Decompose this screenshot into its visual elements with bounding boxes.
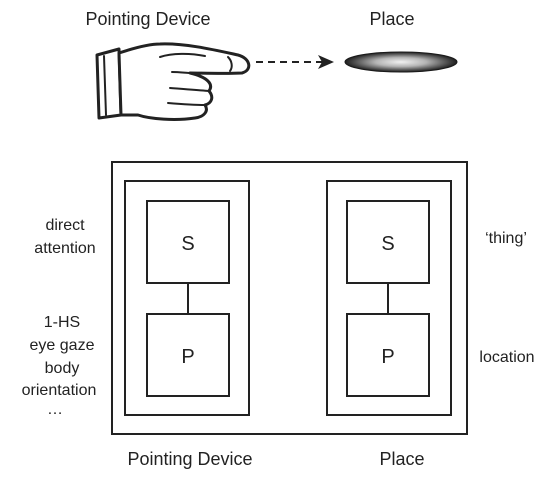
pointing-device-frame (124, 180, 250, 416)
label-thing: ‘thing’ (485, 230, 527, 247)
right-p-label: P (381, 346, 394, 368)
outer-frame (111, 161, 468, 435)
pointing-hand-icon (95, 42, 251, 121)
label-body: body (45, 360, 80, 377)
label-1hs: 1-HS (44, 314, 80, 331)
left-p-label: P (181, 346, 194, 368)
dashed-arrow-icon (256, 55, 334, 69)
bottom-place-label: Place (379, 449, 424, 469)
label-eye-gaze: eye gaze (30, 337, 95, 354)
label-ellipsis: … (47, 401, 63, 418)
top-place-label: Place (369, 9, 414, 29)
left-s-label: S (181, 233, 194, 255)
place-frame (326, 180, 452, 416)
label-direct: direct (45, 217, 85, 234)
place-disc-icon (344, 51, 458, 73)
right-s-label: S (381, 233, 394, 255)
label-location: location (479, 349, 534, 366)
label-orientation: orientation (22, 382, 97, 399)
label-attention: attention (34, 240, 95, 257)
bottom-pointing-device-label: Pointing Device (127, 449, 252, 469)
top-pointing-device-label: Pointing Device (85, 9, 210, 29)
